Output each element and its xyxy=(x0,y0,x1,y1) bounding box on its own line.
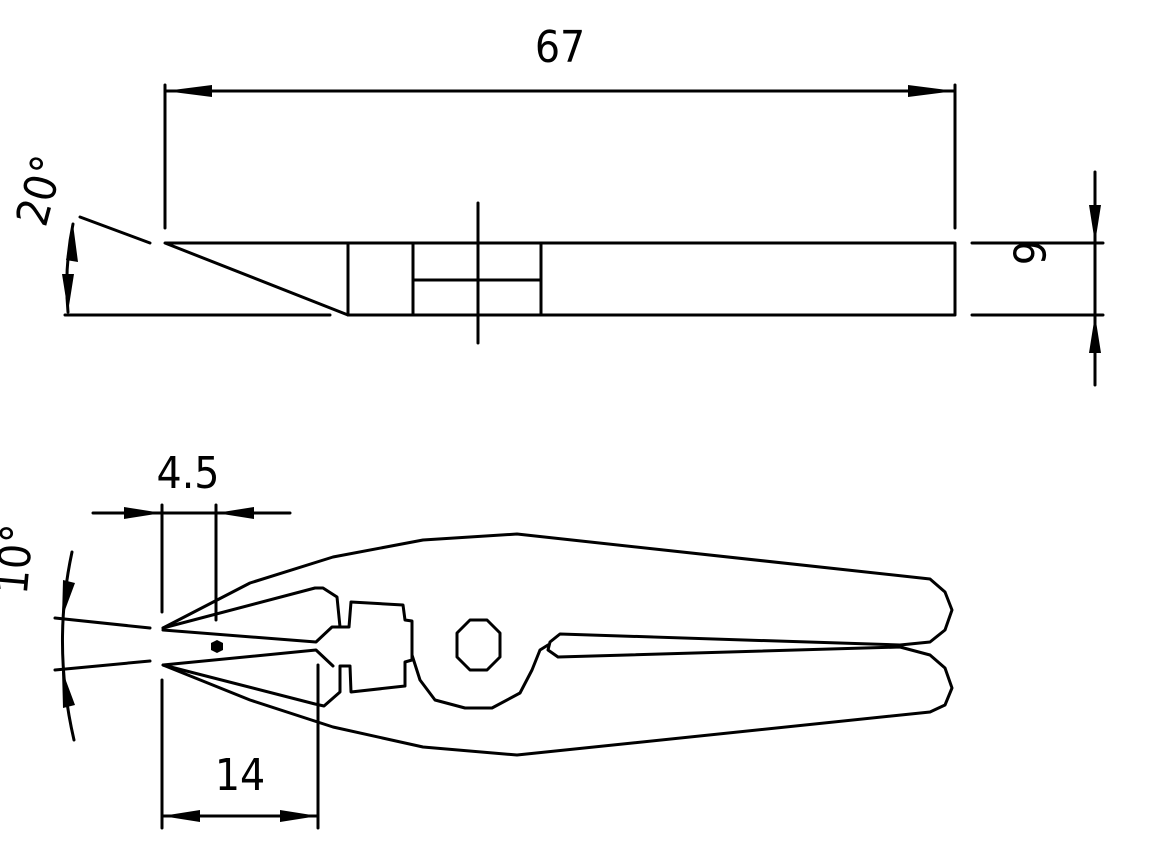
tip-offset-dimension: 4.5 xyxy=(91,448,292,622)
length-dimension: 67 xyxy=(163,22,957,230)
pivot-hole xyxy=(455,618,502,672)
pliers-top-view xyxy=(161,532,954,757)
thickness-dimension: 6 xyxy=(970,170,1105,387)
jaw-length-dimension: 14 xyxy=(160,663,320,830)
thickness-label: 6 xyxy=(1002,240,1053,265)
blade-angle-label: 20° xyxy=(7,150,74,231)
center-dot xyxy=(211,640,223,653)
jaw-length-label: 14 xyxy=(215,750,265,801)
jaw-angle-dimension: 10° xyxy=(0,522,152,742)
blade-angle-dimension: 20° xyxy=(7,150,332,317)
blade-side-view xyxy=(163,201,957,345)
length-label: 67 xyxy=(535,22,585,73)
jaw-angle-label: 10° xyxy=(0,522,44,596)
tip-offset-label: 4.5 xyxy=(157,448,220,499)
